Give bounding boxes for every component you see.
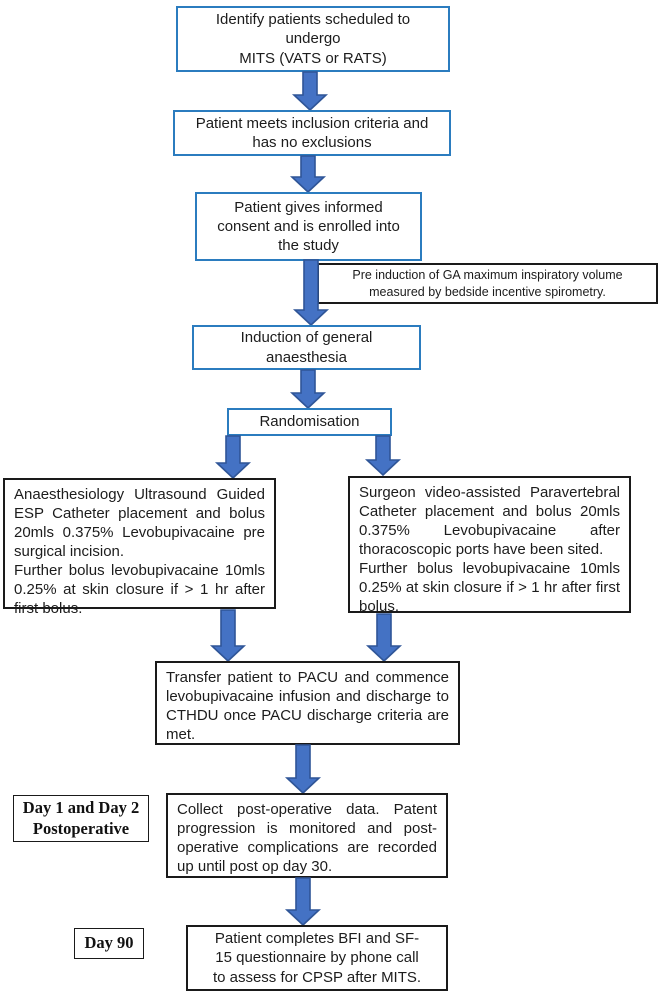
step-pacu-transfer: Transfer patient to PACU and commence le… <box>155 661 460 745</box>
flow-arrow-down-1 <box>291 71 329 112</box>
step-informed-consent: Patient gives informed consent and is en… <box>195 192 422 261</box>
flow-arrow-down-2 <box>289 155 327 194</box>
timeline-label-day90: Day 90 <box>74 928 144 959</box>
flow-arrow-merge-left <box>209 609 247 663</box>
step-randomisation: Randomisation <box>227 408 392 436</box>
flow-arrow-branch-left <box>214 435 252 480</box>
note-spirometry: Pre induction of GA maximum inspiratory … <box>317 263 658 304</box>
step-inclusion-criteria: Patient meets inclusion criteria and has… <box>173 110 451 156</box>
flow-arrow-merge-right <box>365 613 403 663</box>
flow-arrow-down-6 <box>284 877 322 927</box>
step-postop-data: Collect post-operative data. Patent prog… <box>166 793 448 878</box>
step-induction-anaesthesia: Induction of general anaesthesia <box>192 325 421 370</box>
timeline-label-day1-2: Day 1 and Day 2 Postoperative <box>13 795 149 842</box>
flow-arrow-down-3 <box>292 259 330 327</box>
step-day90-followup: Patient completes BFI and SF- 15 questio… <box>186 925 448 991</box>
flow-arrow-branch-right <box>364 435 402 477</box>
flow-arrow-down-4 <box>289 369 327 410</box>
flow-arrow-down-5 <box>284 744 322 795</box>
step-identify-patients: Identify patients scheduled to undergo M… <box>176 6 450 72</box>
arm-esp-catheter: Anaesthesiology Ultrasound Guided ESP Ca… <box>3 478 276 617</box>
arm-paravertebral-catheter: Surgeon video-assisted Paravertebral Cat… <box>348 476 631 615</box>
